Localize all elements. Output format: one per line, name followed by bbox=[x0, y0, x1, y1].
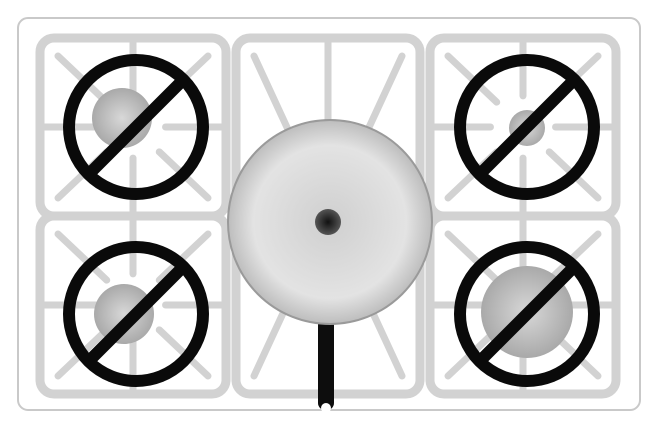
pan-handle-hole bbox=[322, 404, 331, 413]
pan-center bbox=[315, 209, 341, 235]
pan-handle bbox=[318, 318, 334, 410]
burner-cap bbox=[94, 284, 154, 344]
